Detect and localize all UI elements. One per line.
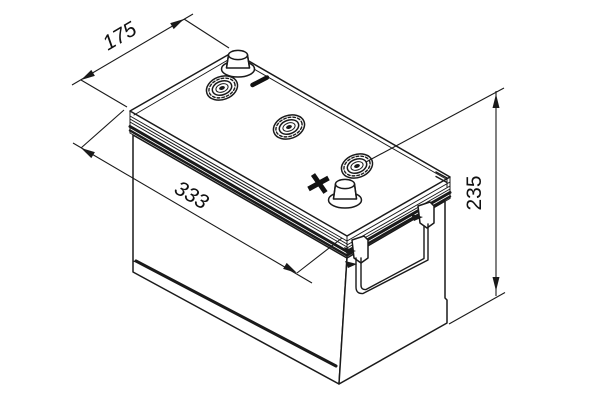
carry-handle — [344, 201, 435, 295]
vent-cap-3 — [340, 153, 374, 179]
dim-175-ext-left — [80, 79, 128, 108]
dim-175-label: 175 — [99, 17, 141, 55]
handle-clip-right — [411, 201, 435, 229]
dim-235-ext-bottom — [448, 292, 506, 325]
lid-corner-clip — [435, 171, 448, 188]
dim-175-ext-right — [183, 18, 230, 49]
dim-235-arrow-top — [492, 94, 500, 108]
dim-333-ext-right — [296, 237, 343, 274]
dim-235-label: 235 — [463, 175, 486, 210]
dimension-height-235: 235 — [365, 87, 506, 325]
vent-cap-2 — [272, 114, 306, 140]
dim-235-ext-top — [365, 87, 505, 163]
dim-175-arrow-right — [170, 19, 184, 30]
vent-cap-1 — [205, 75, 239, 101]
positive-terminal-post — [327, 178, 363, 209]
handle-bail — [355, 223, 429, 295]
front-foot-step-line — [134, 259, 338, 368]
vent-caps — [205, 75, 374, 179]
positive-symbol-icon — [307, 173, 330, 194]
battery-case — [128, 51, 452, 385]
dim-333-line — [72, 142, 313, 284]
lid-ledge-band-front — [128, 110, 349, 273]
negative-symbol-icon — [250, 75, 270, 88]
dim-175-arrow-left — [81, 69, 95, 80]
handle-clip-left — [344, 235, 369, 268]
dim-333-arrow-right — [283, 262, 297, 273]
dim-333-arrow-left — [81, 148, 95, 159]
dim-333-ext-left — [80, 109, 125, 149]
dim-235-arrow-bottom — [492, 277, 500, 291]
negative-terminal-post — [220, 49, 256, 78]
